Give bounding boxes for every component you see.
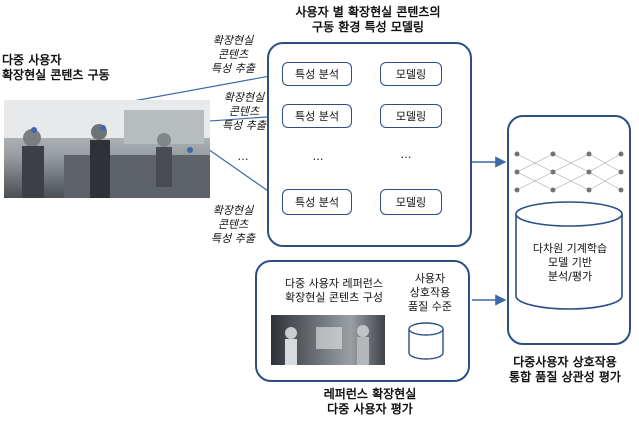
extract-label-2-line-2: 콘텐츠 xyxy=(228,105,260,118)
extract-label-2-line-3: 특성 추출 xyxy=(222,119,266,132)
analysis-box-1: 특성 분석 xyxy=(282,62,352,86)
per-user-heading-line-1: 사용자 별 확장현실 콘텐츠의 xyxy=(295,5,441,19)
interaction-quality-line-1: 사용자 xyxy=(414,272,446,285)
analysis-label-2: 특성 분석 xyxy=(295,110,339,123)
extract-label-2: 확장현실 콘텐츠 특성 추출 xyxy=(214,91,274,133)
source-heading-line-1: 다중 사용자 xyxy=(2,53,62,67)
reference-config-label: 다중 사용자 레퍼런스 확장현실 콘텐츠 구성 xyxy=(264,277,404,305)
extract-label-1-line-2: 콘텐츠 xyxy=(217,48,249,61)
modeling-label-3: 모델링 xyxy=(395,196,427,209)
reference-users-illustration xyxy=(285,325,369,365)
extract-label-3-line-2: 콘텐츠 xyxy=(217,218,249,231)
reference-heading: 레퍼런스 확장현실 다중 사용자 평가 xyxy=(290,387,450,417)
source-heading-line-2: 확장현실 콘텐츠 구동 xyxy=(2,68,110,82)
reference-xr-photo xyxy=(271,315,385,365)
interaction-quality-line-2: 상호작용 xyxy=(409,286,451,299)
extract-label-3: 확장현실 콘텐츠 특성 추출 xyxy=(203,204,263,246)
multi-user-xr-photo xyxy=(4,100,210,198)
modeling-box-3: 모델링 xyxy=(380,189,442,215)
reference-config-line-2: 확장현실 콘텐츠 구성 xyxy=(284,291,384,304)
modeling-label-1: 모델링 xyxy=(395,68,427,81)
extract-label-1-line-3: 특성 추출 xyxy=(211,62,255,75)
xr-users-illustration xyxy=(4,100,210,198)
extract-label-1: 확장현실 콘텐츠 특성 추출 xyxy=(203,34,263,76)
eval-database-icon xyxy=(515,201,623,310)
integrated-heading: 다중사용자 상호작용 통합 품질 상관성 평가 xyxy=(494,355,636,385)
ellipsis-analysis: … xyxy=(312,150,324,163)
reference-heading-line-2: 다중 사용자 평가 xyxy=(327,402,413,416)
modeling-box-1: 모델링 xyxy=(380,62,442,86)
modeling-label-2: 모델링 xyxy=(395,110,427,123)
per-user-heading: 사용자 별 확장현실 콘텐츠의 구동 환경 특성 모델링 xyxy=(268,5,468,35)
eval-db-line-3: 분석/평가 xyxy=(547,270,593,283)
neural-network-icon xyxy=(514,151,624,193)
extract-label-3-line-1: 확장현실 xyxy=(212,204,254,217)
integrated-heading-line-1: 다중사용자 상호작용 xyxy=(513,355,617,369)
eval-db-line-1: 다차원 기계학습 xyxy=(532,242,608,255)
analysis-label-1: 특성 분석 xyxy=(295,68,339,81)
ellipsis-left: … xyxy=(237,150,249,163)
eval-db-label: 다차원 기계학습 모델 기반 분석/평가 xyxy=(518,242,622,284)
reference-config-line-1: 다중 사용자 레퍼런스 xyxy=(284,277,384,290)
modeling-box-2: 모델링 xyxy=(380,104,442,128)
eval-db-line-2: 모델 기반 xyxy=(548,256,592,269)
analysis-box-2: 특성 분석 xyxy=(282,104,352,128)
ellipsis-modeling: … xyxy=(400,148,412,161)
extract-label-1-line-1: 확장현실 xyxy=(212,34,254,47)
reference-heading-line-1: 레퍼런스 확장현실 xyxy=(323,387,417,401)
interaction-quality-label: 사용자 상호작용 품질 수준 xyxy=(398,272,462,314)
analysis-box-3: 특성 분석 xyxy=(282,189,352,215)
source-heading: 다중 사용자 확장현실 콘텐츠 구동 xyxy=(2,53,112,83)
per-user-heading-line-2: 구동 환경 특성 모델링 xyxy=(312,20,424,34)
extract-label-3-line-3: 특성 추출 xyxy=(211,232,255,245)
interaction-quality-line-3: 품질 수준 xyxy=(408,300,452,313)
quality-database-icon xyxy=(408,322,444,360)
integrated-heading-line-2: 통합 품질 상관성 평가 xyxy=(509,370,621,384)
extract-label-2-line-1: 확장현실 xyxy=(223,91,265,104)
analysis-label-3: 특성 분석 xyxy=(295,196,339,209)
